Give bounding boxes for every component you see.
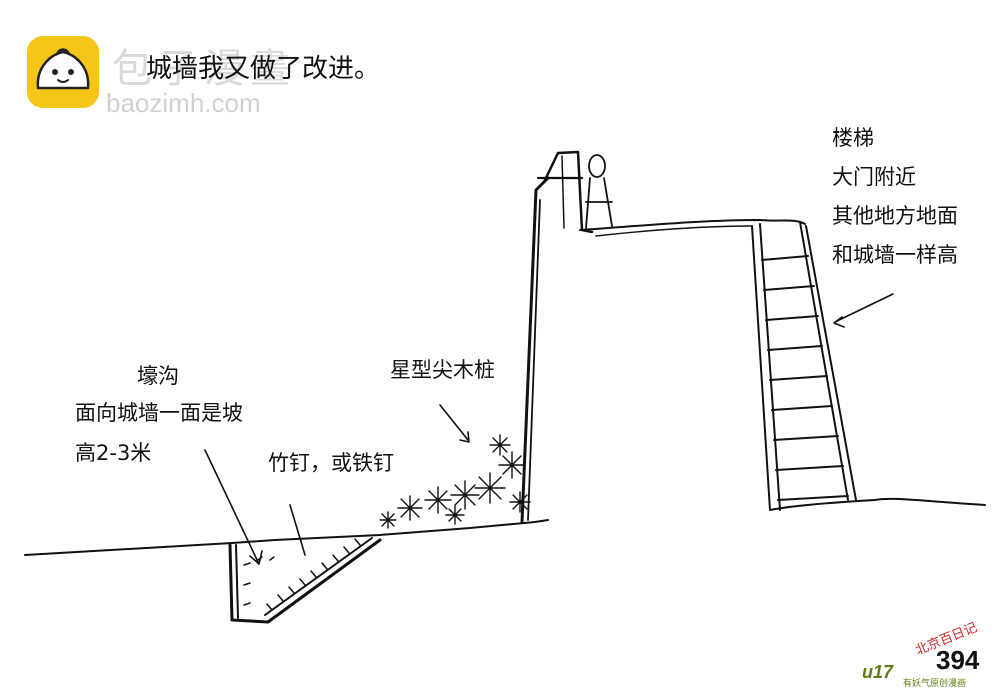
moat-label-1: 壕沟 — [137, 364, 179, 388]
arrow-to-nails — [289, 504, 306, 556]
moat-label-3: 高2-3米 — [75, 441, 152, 465]
nails-label: 竹钉，或铁钉 — [268, 451, 394, 475]
battlement — [543, 150, 594, 234]
city-wall-front — [520, 176, 550, 524]
arrow-to-stairs — [833, 293, 894, 328]
moat-label-2: 面向城墙一面是坡 — [75, 401, 243, 425]
wall-top-walkway-2 — [595, 225, 753, 237]
wall-top-walkway — [579, 219, 806, 231]
stairs-label-2: 大门附近 — [832, 165, 916, 189]
moat-left-wall — [235, 544, 239, 619]
watermark-url: baozimh.com — [106, 88, 261, 118]
stakes-label: 星型尖木桩 — [390, 358, 495, 382]
page-number: 394 — [936, 645, 980, 675]
ground-line-right — [769, 497, 986, 511]
city-wall-front-2 — [527, 199, 541, 521]
star-stakes — [379, 434, 531, 529]
moat-slope-inner — [264, 537, 373, 616]
watermark-name: 包子漫畫 — [112, 46, 296, 92]
publisher-subtitle: 有妖气原创漫画 — [903, 679, 967, 689]
page-title: 城墙我又做了改进。 — [146, 54, 381, 84]
baozi-logo-icon — [27, 36, 99, 108]
arrow-to-stakes — [439, 404, 470, 443]
stairs-label-1: 楼梯 — [832, 126, 874, 150]
moat-outline — [228, 538, 382, 624]
publisher-logo: u17 — [862, 662, 894, 682]
bamboo-nails — [243, 538, 361, 611]
ground-line — [24, 519, 549, 556]
battlement-inner — [561, 155, 565, 229]
stairs-label-3: 其他地方地面 — [832, 204, 958, 228]
stairs-label-4: 和城墙一样高 — [832, 243, 958, 267]
soldier-figure — [536, 154, 613, 229]
pointer-arrows — [204, 293, 894, 565]
stairs — [751, 221, 857, 511]
arrow-to-moat — [204, 449, 263, 565]
